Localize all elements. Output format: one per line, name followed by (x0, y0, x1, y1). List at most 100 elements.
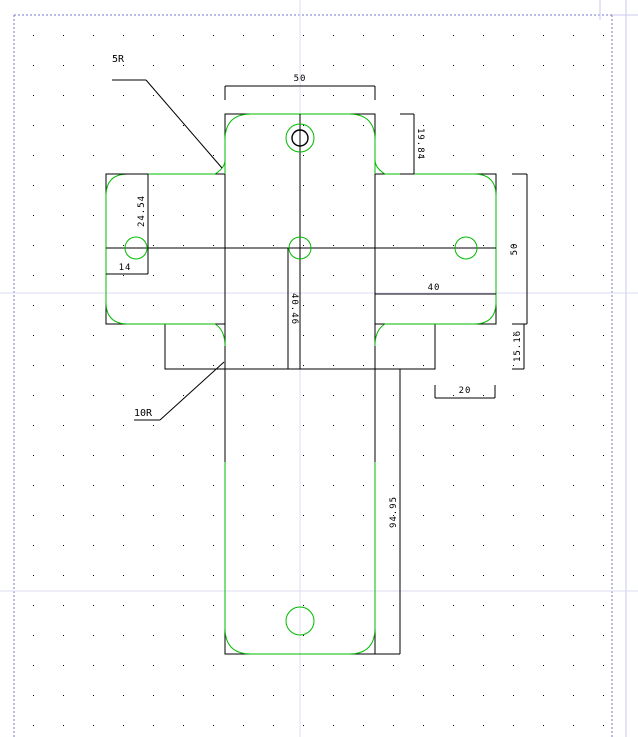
grid-dot (93, 215, 94, 216)
left-hole (124, 236, 148, 260)
grid-dot (273, 605, 274, 606)
grid-dot (63, 275, 64, 276)
grid-dot (393, 155, 394, 156)
grid-dot (333, 245, 334, 246)
grid-dot (213, 575, 214, 576)
grid-dot (183, 275, 184, 276)
grid-dot (393, 365, 394, 366)
grid-dot (33, 185, 34, 186)
grid-dot (63, 485, 64, 486)
grid-dot (243, 485, 244, 486)
grid-dot (573, 485, 574, 486)
grid-dot (33, 695, 34, 696)
grid-dot (33, 605, 34, 606)
grid-dot (243, 245, 244, 246)
grid-dot (93, 185, 94, 186)
grid-dot (333, 455, 334, 456)
grid-dot (543, 125, 544, 126)
grid-dot (573, 725, 574, 726)
grid-dot (603, 95, 604, 96)
grid-dot (453, 665, 454, 666)
grid-dot (303, 695, 304, 696)
grid-dot (333, 695, 334, 696)
grid-dot (243, 455, 244, 456)
grid-dot (393, 575, 394, 576)
grid-dot (123, 425, 124, 426)
grid-dot (213, 65, 214, 66)
grid-dot (513, 425, 514, 426)
grid-dot (573, 185, 574, 186)
grid-dot (123, 635, 124, 636)
grid-dot (183, 455, 184, 456)
grid-dot (213, 365, 214, 366)
top-hole-outer (285, 123, 315, 153)
grid-dot (243, 185, 244, 186)
dim-top-tab-height: 19.84 (415, 128, 425, 160)
grid-dot (453, 215, 454, 216)
grid-dot (393, 305, 394, 306)
grid-dot (243, 365, 244, 366)
grid-dot (543, 365, 544, 366)
grid-dot (333, 665, 334, 666)
grid-dot (243, 635, 244, 636)
grid-dot (513, 455, 514, 456)
grid-dot (303, 245, 304, 246)
grid-dot (513, 725, 514, 726)
grid-dot (153, 545, 154, 546)
grid-dot (243, 425, 244, 426)
grid-dot (213, 425, 214, 426)
grid-dot (483, 455, 484, 456)
grid-dot (573, 305, 574, 306)
grid-dot (453, 545, 454, 546)
grid-dot (303, 665, 304, 666)
grid-dot (33, 155, 34, 156)
grid-dot (453, 575, 454, 576)
grid-dot (273, 215, 274, 216)
grid-dot (123, 605, 124, 606)
grid-dot (93, 335, 94, 336)
grid-dot (453, 605, 454, 606)
grid-dot (183, 335, 184, 336)
grid-dot (393, 95, 394, 96)
grid-dot (543, 155, 544, 156)
grid-dot (33, 515, 34, 516)
grid-dot (63, 395, 64, 396)
grid-dot (513, 185, 514, 186)
grid-dot (33, 665, 34, 666)
grid-dot (453, 65, 454, 66)
grid-dot (33, 395, 34, 396)
grid-dot (123, 725, 124, 726)
grid-dot (603, 215, 604, 216)
grid-dot (423, 125, 424, 126)
grid-dot (573, 635, 574, 636)
grid-dot (513, 245, 514, 246)
grid-dot (63, 35, 64, 36)
grid-dot (423, 305, 424, 306)
grid-dot (363, 605, 364, 606)
grid-dot (483, 425, 484, 426)
grid-dot (183, 725, 184, 726)
grid-dot (543, 395, 544, 396)
grid-dot (63, 185, 64, 186)
grid-dot (513, 155, 514, 156)
grid-dot (543, 455, 544, 456)
grid-dot (333, 155, 334, 156)
grid-dot (333, 635, 334, 636)
grid-dot (123, 185, 124, 186)
grid-dot (453, 725, 454, 726)
grid-dot (603, 305, 604, 306)
grid-dots (33, 35, 604, 726)
grid-dot (273, 65, 274, 66)
grid-dot (183, 695, 184, 696)
grid-dot (153, 185, 154, 186)
grid-dot (63, 335, 64, 336)
grid-dot (513, 575, 514, 576)
grid-dot (603, 245, 604, 246)
grid-dot (483, 305, 484, 306)
grid-dot (33, 125, 34, 126)
dim-lower-flap-width: 20 (459, 386, 472, 396)
grid-dot (453, 395, 454, 396)
grid-dot (273, 35, 274, 36)
grid-dot (543, 335, 544, 336)
